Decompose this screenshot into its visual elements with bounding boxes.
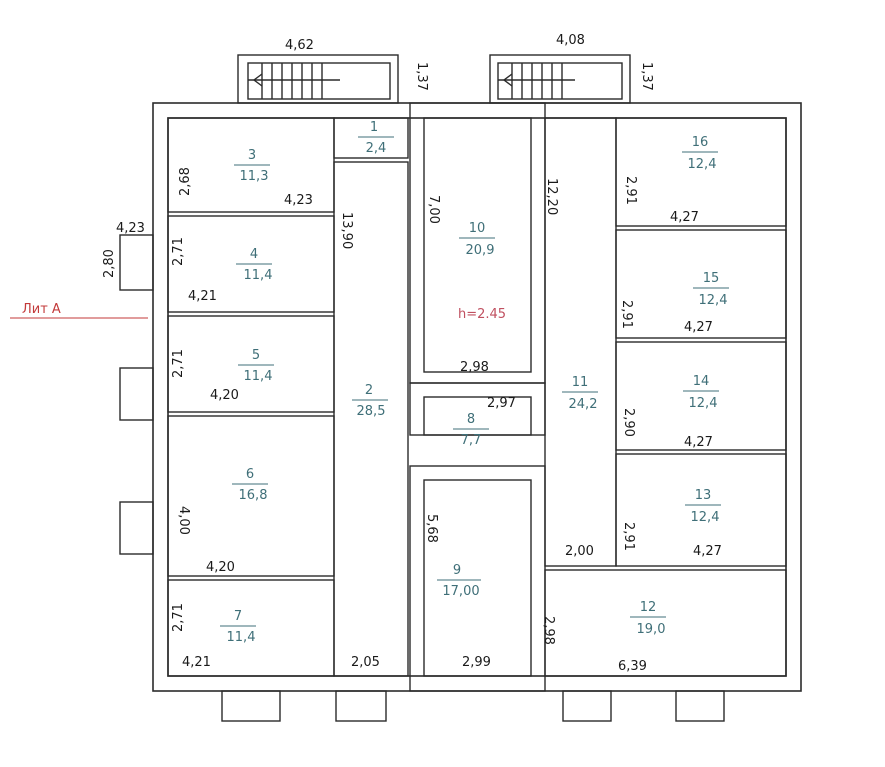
dim-r7-w: 4,21 — [182, 655, 211, 670]
room-9-label: 9 17,00 — [437, 563, 481, 599]
svg-text:10: 10 — [469, 221, 486, 236]
dim-r11-l: 12,20 — [544, 178, 559, 215]
dim-r5-w: 4,20 — [210, 388, 239, 403]
svg-text:2: 2 — [365, 383, 373, 398]
dim-r12-h: 2,98 — [541, 616, 556, 645]
svg-text:12,4: 12,4 — [699, 293, 728, 308]
lit-label: Лит А — [22, 302, 61, 317]
dim-r6-w: 4,20 — [206, 560, 235, 575]
dim-stair-left-w: 4,62 — [285, 38, 314, 53]
room-16-label: 16 12,4 — [682, 135, 718, 172]
dim-r10-h: 7,00 — [426, 195, 441, 224]
room-13-label: 13 12,4 — [685, 488, 721, 525]
interior-walls — [167, 102, 787, 692]
room-1-label: 1 2,4 — [358, 120, 394, 156]
dim-r16-h: 2,91 — [623, 176, 638, 205]
dim-r5-h: 2,71 — [171, 349, 186, 378]
svg-text:12,4: 12,4 — [688, 157, 717, 172]
svg-text:19,0: 19,0 — [637, 622, 666, 637]
dim-stair-left-d: 1,37 — [414, 62, 429, 91]
svg-text:15: 15 — [703, 271, 720, 286]
dim-r16-w: 4,27 — [670, 210, 699, 225]
svg-text:12,4: 12,4 — [691, 510, 720, 525]
dim-stair-right-d: 1,37 — [639, 62, 654, 91]
svg-text:7,7: 7,7 — [461, 433, 482, 448]
bottom-porches — [221, 690, 725, 722]
svg-text:4: 4 — [250, 247, 258, 262]
dim-r12-w: 6,39 — [618, 659, 647, 674]
dim-r7-h: 2,71 — [171, 603, 186, 632]
svg-text:3: 3 — [248, 148, 256, 163]
svg-text:9: 9 — [453, 563, 461, 578]
svg-text:24,2: 24,2 — [569, 397, 598, 412]
svg-text:11,4: 11,4 — [244, 369, 273, 384]
room-3-label: 3 11,3 — [234, 148, 270, 184]
stair-right — [489, 54, 631, 104]
dim-corridor-l: 13,90 — [339, 212, 354, 249]
svg-text:17,00: 17,00 — [442, 584, 479, 599]
svg-text:12: 12 — [640, 600, 657, 615]
dim-corridor-w: 2,05 — [351, 655, 380, 670]
dim-r13-h: 2,91 — [621, 522, 636, 551]
svg-text:16: 16 — [692, 135, 709, 150]
dim-r11-w: 2,00 — [565, 544, 594, 559]
dim-porch-w: 4,23 — [116, 221, 145, 236]
dim-porch-d: 2,80 — [102, 249, 117, 278]
svg-text:28,5: 28,5 — [357, 404, 386, 419]
dim-r9-w: 2,99 — [462, 655, 491, 670]
room-15-label: 15 12,4 — [693, 271, 729, 308]
height-label: h=2.45 — [458, 307, 506, 322]
room-11-label: 11 24,2 — [562, 375, 598, 412]
dim-r3-h: 2,68 — [178, 167, 193, 196]
stair-left — [237, 54, 399, 104]
dim-r6-h: 4,00 — [176, 506, 191, 535]
svg-text:1: 1 — [370, 120, 378, 135]
dim-r14-w: 4,27 — [684, 435, 713, 450]
dim-r10-w: 2,98 — [460, 360, 489, 375]
svg-text:20,9: 20,9 — [466, 243, 495, 258]
room-5-label: 5 11,4 — [238, 348, 274, 384]
svg-text:2,4: 2,4 — [366, 141, 387, 156]
room-14-label: 14 12,4 — [683, 374, 719, 411]
dim-r4-h: 2,71 — [171, 237, 186, 266]
dim-r3-w: 4,23 — [284, 193, 313, 208]
room-10-label: 10 20,9 — [459, 221, 495, 258]
dim-r4-w: 4,21 — [188, 289, 217, 304]
dim-r8-w: 2,97 — [487, 396, 516, 411]
svg-text:7: 7 — [234, 609, 242, 624]
svg-text:16,8: 16,8 — [239, 488, 268, 503]
svg-text:8: 8 — [467, 412, 475, 427]
room-7-label: 7 11,4 — [220, 609, 256, 645]
svg-text:11: 11 — [572, 375, 589, 390]
svg-text:13: 13 — [695, 488, 712, 503]
svg-text:14: 14 — [693, 374, 710, 389]
svg-text:11,4: 11,4 — [227, 630, 256, 645]
room-4-label: 4 11,4 — [236, 247, 272, 283]
svg-text:11,4: 11,4 — [244, 268, 273, 283]
dim-r14-h: 2,90 — [621, 408, 636, 437]
svg-text:6: 6 — [246, 467, 254, 482]
room-8-label: 8 7,7 — [453, 412, 489, 448]
room-6-label: 6 16,8 — [232, 467, 268, 503]
svg-text:11,3: 11,3 — [240, 169, 269, 184]
room-2-label: 2 28,5 — [352, 383, 388, 419]
dimension-labels: 4,62 1,37 4,08 1,37 2,68 4,23 4,23 2,80 … — [102, 33, 722, 674]
left-porches — [119, 234, 154, 555]
dim-r13-w: 4,27 — [693, 544, 722, 559]
svg-text:5: 5 — [252, 348, 260, 363]
svg-text:12,4: 12,4 — [689, 396, 718, 411]
dim-r15-w: 4,27 — [684, 320, 713, 335]
dim-stair-right-w: 4,08 — [556, 33, 585, 48]
dim-r9-h: 5,68 — [424, 514, 439, 543]
room-12-label: 12 19,0 — [630, 600, 666, 637]
dim-r15-h: 2,91 — [619, 300, 634, 329]
